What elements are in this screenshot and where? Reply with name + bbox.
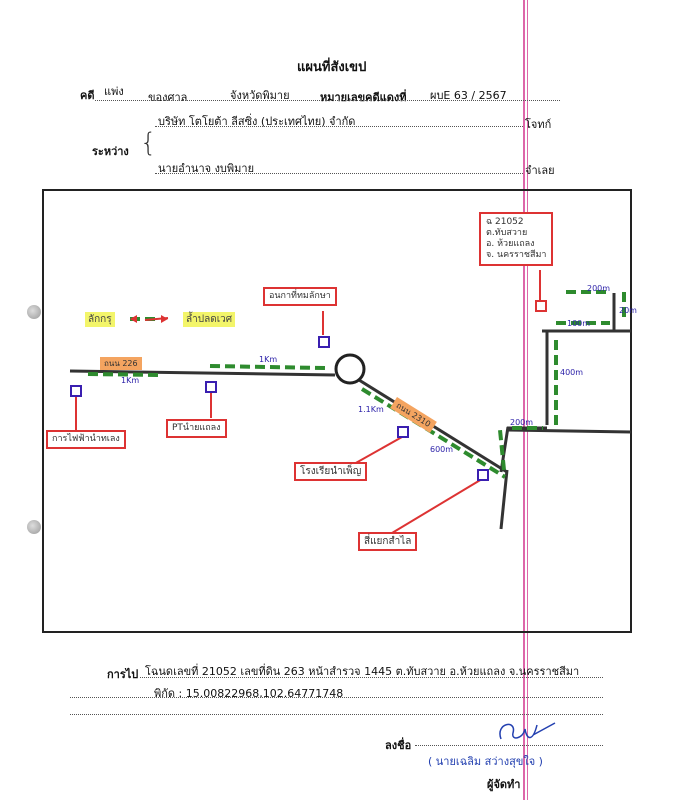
dotted-line — [155, 173, 523, 174]
road-south — [499, 469, 509, 530]
road-east — [507, 428, 632, 434]
coords: พิกัด : 15.00822968,102.64771748 — [154, 687, 344, 700]
leader — [391, 478, 483, 534]
distance-label: 200m — [510, 418, 534, 427]
margin-line — [527, 0, 528, 800]
distance-label: 1Km — [121, 376, 140, 385]
plaintiff-role: โจทก์ — [525, 118, 552, 131]
distance-label: 20m — [619, 306, 637, 315]
court-name: จังหวัดพิมาย — [230, 89, 290, 102]
location-marker — [205, 381, 217, 393]
distance-label: 1Km — [259, 355, 278, 364]
location-marker — [70, 385, 82, 397]
distance-label: 100m — [567, 319, 591, 328]
distance-label: 400m — [560, 368, 584, 377]
margin-line — [523, 0, 525, 800]
legend-label-a: ลักกรุ — [85, 312, 115, 327]
segment — [360, 387, 507, 479]
target-marker — [535, 300, 547, 312]
dotted-line — [70, 697, 603, 698]
defendant-role: จำเลย — [525, 164, 555, 177]
location-marker — [318, 336, 330, 348]
signature-icon — [499, 722, 556, 740]
case-prefix: คดี — [80, 89, 95, 102]
sign-label: ลงชื่อ — [385, 739, 412, 752]
case-type: แพ่ง — [104, 85, 124, 98]
between-label: ระหว่าง — [92, 145, 129, 158]
signer-role: ผู้จัดทำ — [487, 778, 521, 791]
dotted-line — [95, 100, 560, 101]
signer-name: ( นายเฉลิม สว่างสุขใจ ) — [428, 755, 543, 768]
segment — [209, 364, 326, 370]
roundabout — [334, 353, 366, 385]
legend-arrowhead — [161, 315, 168, 323]
leader — [353, 436, 403, 465]
landmark-box: สี่แยกสำไล — [358, 532, 418, 551]
landmark-box: โรงเรียนำเพ็ญ — [294, 462, 368, 481]
legend-label-b: ล้ำปลดเวศ — [183, 312, 236, 327]
dotted-line — [70, 714, 603, 715]
target-line: จ. นครราชสีมา — [486, 250, 547, 260]
brace: { — [140, 128, 157, 158]
route-text: โฉนดเลขที่ 21052 เลขที่ดิน 263 หน้าสำรวจ… — [145, 665, 580, 678]
distance-label: 200m — [587, 284, 611, 293]
segment — [87, 372, 161, 377]
distance-label: 1.1Km — [358, 405, 384, 414]
target-line: ต.ทับสวาย — [486, 228, 528, 238]
red-no: ผบE 63 / 2567 — [430, 89, 507, 102]
landmark-box: อนกาที่ทมลักษา — [263, 287, 337, 306]
location-marker — [477, 469, 489, 481]
distance-label: 600m — [430, 445, 454, 454]
punch-hole — [27, 305, 41, 319]
road-226 — [69, 369, 336, 377]
punch-hole — [27, 520, 41, 534]
plaintiff-name: บริษัท โตโยต้า ลีสซิ่ง (ประเทศไทย) จำกัด — [158, 115, 356, 128]
road-226-tag: ถนน 226 — [100, 357, 142, 370]
dotted-line — [155, 126, 523, 127]
target-line: อ. ห้วยแถลง — [486, 239, 535, 249]
map-frame — [42, 189, 632, 633]
landmark-box: การไฟฟ้านำทเลง — [46, 430, 126, 449]
defendant-name: นายอำนาจ งบพิมาย — [158, 162, 255, 175]
target-line: ฉ 21052 — [486, 217, 524, 227]
landmark-box: PTนำยแถลง — [166, 419, 227, 438]
location-marker — [397, 426, 409, 438]
legend-arrowhead — [130, 315, 137, 323]
target-box: ฉ 21052 ต.ทับสวาย อ. ห้วยแถลง จ. นครราชส… — [479, 212, 554, 266]
dotted-line — [415, 745, 603, 746]
route-label: การไป — [107, 668, 139, 681]
page-title: แผนที่สังเขป — [297, 60, 367, 75]
segment — [498, 429, 506, 471]
dotted-line — [140, 677, 603, 678]
